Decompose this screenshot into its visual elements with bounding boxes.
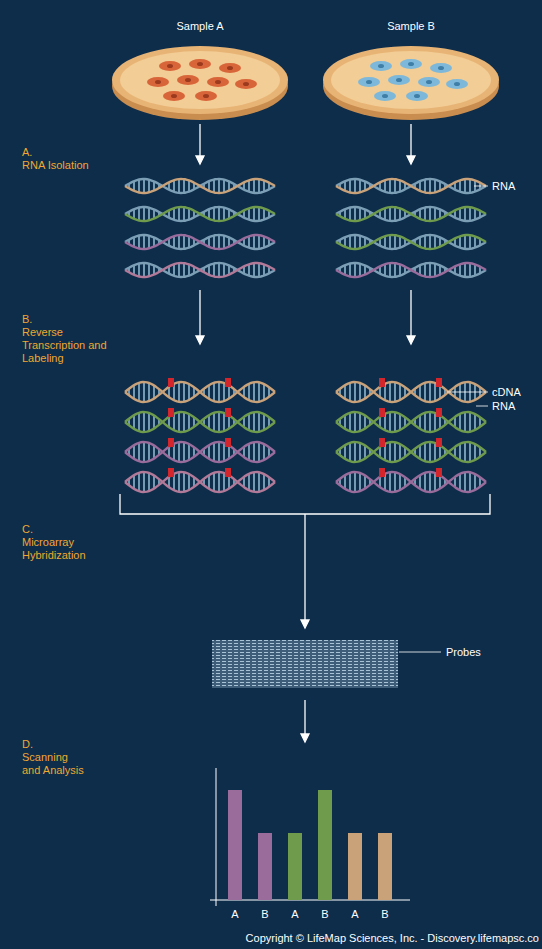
step-title: Scanning and Analysis bbox=[22, 751, 86, 777]
callout-label: RNA bbox=[492, 400, 515, 413]
nucleic-acid-strands bbox=[125, 179, 486, 492]
axis-label: A bbox=[351, 908, 358, 921]
callout-label: cDNA bbox=[492, 386, 521, 399]
step-letter: C. bbox=[22, 523, 52, 536]
axis-label: B bbox=[261, 908, 268, 921]
step-title: Microarray Hybridization bbox=[22, 536, 107, 562]
sample-label: Sample A bbox=[110, 18, 290, 32]
sample-label: Sample B bbox=[321, 18, 501, 32]
bar-chart bbox=[228, 790, 392, 900]
chart-axes bbox=[210, 768, 410, 906]
flow-arrows bbox=[196, 124, 415, 742]
axis-label: B bbox=[381, 908, 388, 921]
leader-lines bbox=[399, 186, 488, 652]
callout-label: RNA bbox=[492, 180, 515, 193]
axis-label: A bbox=[231, 908, 238, 921]
merge-bracket bbox=[120, 494, 490, 514]
step-letter: A. bbox=[22, 146, 52, 159]
step-letter: B. bbox=[22, 313, 52, 326]
step-title: RNA Isolation bbox=[22, 159, 107, 172]
axis-label: A bbox=[291, 908, 298, 921]
step-title: Reverse Transcription and Labeling bbox=[22, 326, 107, 365]
microarray-chip bbox=[212, 640, 398, 688]
callout-label: Probes bbox=[446, 646, 481, 659]
petri-dish: Sample B bbox=[321, 18, 501, 126]
petri-dish: Sample A bbox=[110, 18, 290, 126]
copyright-note: Copyright © LifeMap Sciences, Inc. - Dis… bbox=[246, 932, 539, 945]
dish-outline bbox=[110, 18, 290, 126]
axis-label: B bbox=[321, 908, 328, 921]
step-letter: D. bbox=[22, 738, 52, 751]
dish-outline bbox=[321, 18, 501, 126]
